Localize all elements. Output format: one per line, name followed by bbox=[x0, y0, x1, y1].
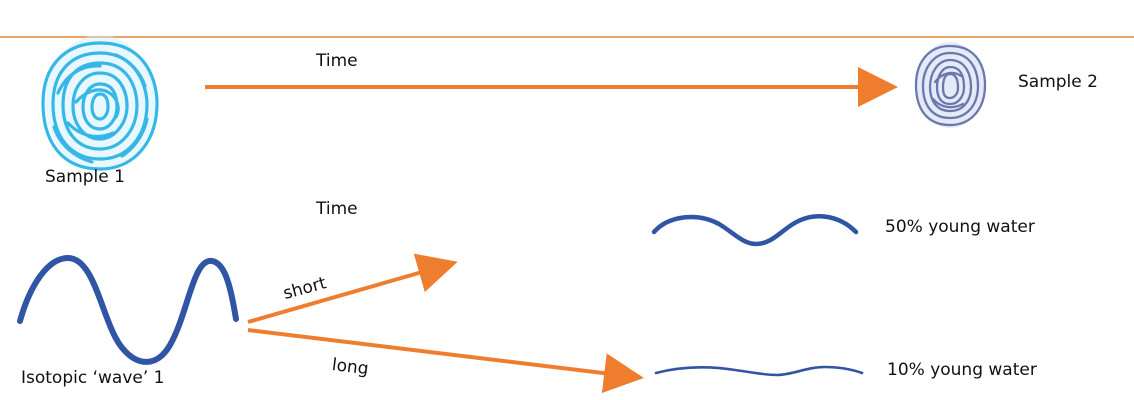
isotopic-wave-label: Isotopic ‘wave’ 1 bbox=[21, 368, 165, 388]
short-arrow bbox=[247, 253, 458, 324]
long-arrow bbox=[247, 328, 644, 394]
time-label-lower: Time bbox=[316, 199, 358, 219]
sample-2-label: Sample 2 bbox=[1018, 72, 1098, 92]
fingerprint-sample-2-icon bbox=[914, 42, 987, 128]
sample-1-label: Sample 1 bbox=[45, 167, 125, 187]
fingerprint-sample-1-icon bbox=[41, 35, 159, 171]
young-water-wave-10 bbox=[654, 365, 864, 377]
young-water-wave-50 bbox=[651, 214, 859, 247]
long-label: long bbox=[330, 355, 370, 380]
isotopic-wave-large bbox=[17, 254, 239, 365]
ten-percent-label: 10% young water bbox=[887, 360, 1037, 380]
time-label-top: Time bbox=[316, 51, 358, 71]
fifty-percent-label: 50% young water bbox=[885, 217, 1035, 237]
